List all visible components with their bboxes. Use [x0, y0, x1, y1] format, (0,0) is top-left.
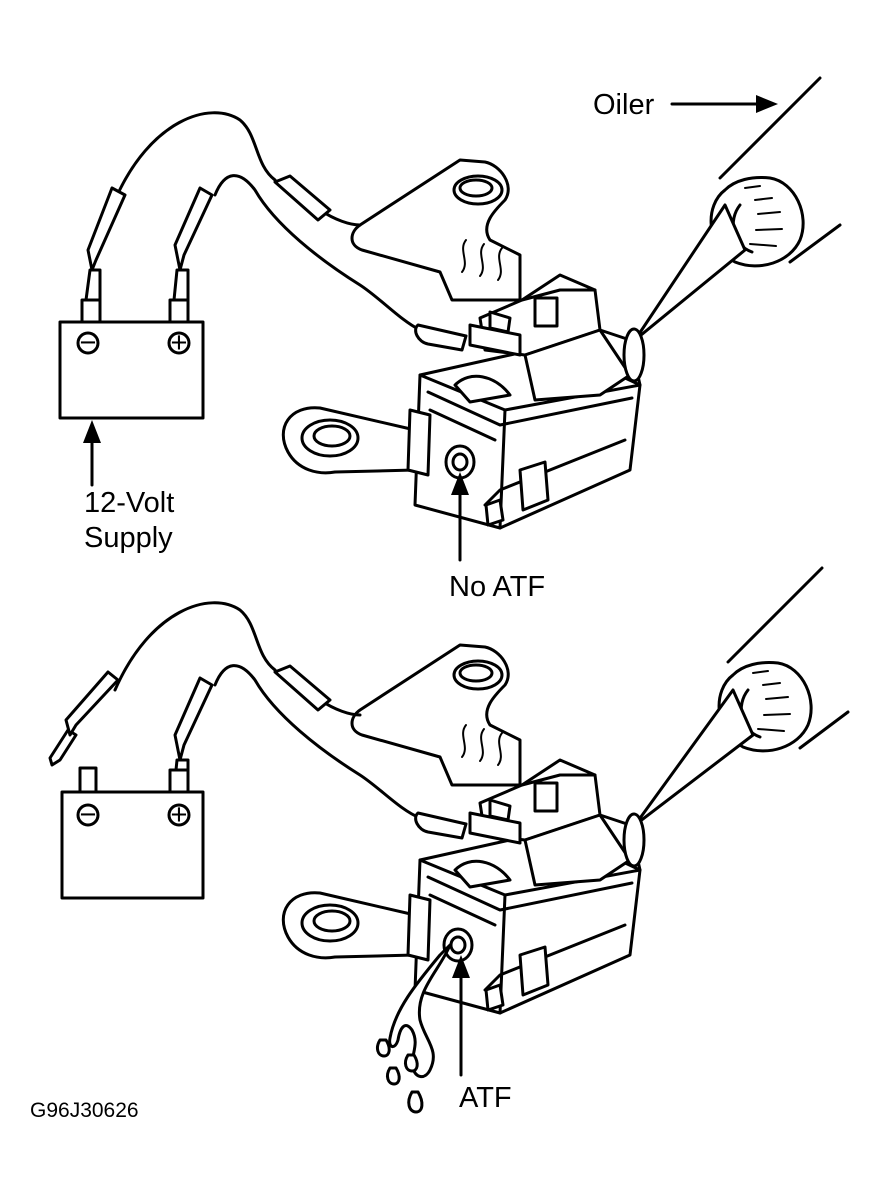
oiler — [633, 76, 842, 342]
mounting-bracket — [350, 158, 522, 302]
supply-callout: 12-Volt Supply — [83, 420, 174, 554]
oiler-lower — [633, 566, 850, 827]
solenoid-body-lower — [406, 758, 646, 1015]
atf-stream — [375, 943, 452, 1114]
oiler-label: Oiler — [593, 89, 655, 121]
figure-code: G96J30626 — [30, 1099, 139, 1122]
battery-12v-lower: − + — [60, 766, 205, 900]
atf-callout: ATF — [452, 955, 512, 1114]
test-leads — [84, 111, 522, 357]
negative-terminal-symbol-lower: − — [80, 799, 97, 831]
atf-label: ATF — [459, 1082, 512, 1114]
supply-label-line2: Supply — [84, 522, 173, 554]
oiler-callout: Oiler — [593, 89, 778, 121]
supply-label-line1: 12-Volt — [84, 487, 174, 519]
negative-terminal-symbol: − — [80, 327, 97, 359]
mounting-tab — [281, 406, 417, 475]
positive-terminal-symbol: + — [171, 327, 188, 359]
positive-terminal-symbol-lower: + — [171, 799, 188, 831]
solenoid-body — [406, 273, 646, 530]
mounting-bracket-lower — [350, 643, 522, 787]
battery-12v: − + — [58, 298, 205, 420]
energized-test-illustration: − + Oiler 12-Volt Supply No ATF — [58, 76, 842, 603]
test-leads-lower — [48, 601, 522, 845]
no-atf-label: No ATF — [449, 571, 545, 603]
de-energized-test-illustration: − + ATF — [48, 566, 850, 1114]
mounting-tab-lower — [281, 891, 417, 960]
no-atf-callout: No ATF — [449, 472, 545, 603]
